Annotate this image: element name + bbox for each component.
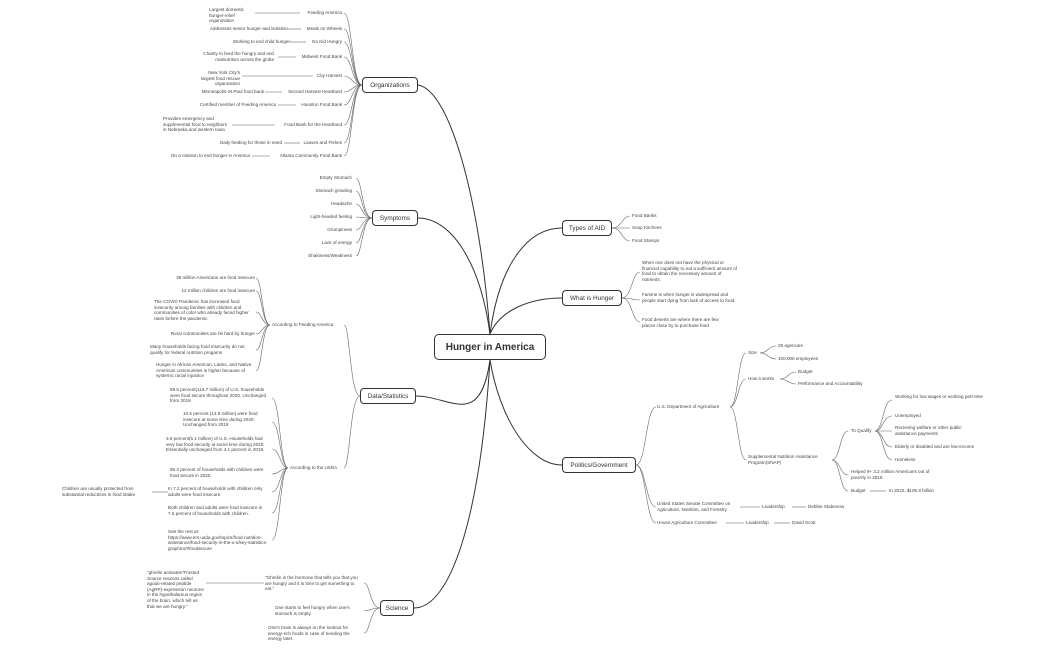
central-topic[interactable]: Hunger in America [434, 334, 546, 360]
hunger-definition: Food deserts are where there are few pla… [642, 317, 719, 328]
house-leader: David Scott [792, 520, 816, 525]
snap-program[interactable]: Supplemental Nutrition Assistance Progra… [748, 454, 818, 465]
snap-budget-value: In 2022, $105.8 billion [889, 488, 934, 493]
senate-leader: Debbie Stabenow [808, 504, 845, 509]
branch-politics-government[interactable]: Politics/Government [562, 457, 636, 473]
senate-leadership[interactable]: Leadership [762, 504, 785, 509]
org-name[interactable]: Houston Food Bank [301, 102, 342, 107]
politics-usda[interactable]: U.S. Department of Agriculture [657, 404, 720, 409]
branch-data-statistics[interactable]: Data/Statistics [360, 388, 416, 404]
org-description: Working to end child hunger [232, 39, 290, 44]
org-description: Charity to feed the hungry and end malnu… [203, 51, 274, 62]
symptom-item[interactable]: Empty Stomach [319, 175, 352, 180]
feeding-america-stat: Hunger in African American, Latino, and … [156, 362, 252, 379]
qualify-item: Working for low wages or working part-ti… [895, 394, 983, 399]
feeding-america-stat: 12 million children are food insecure [181, 288, 255, 293]
aid-item[interactable]: Soup Kitchens [632, 225, 662, 230]
feeding-america-stat: 38 million Americans are food insecure [176, 275, 255, 280]
hunger-definition: Famine is when hunger is widespread and … [642, 292, 736, 303]
usda-stat: 10.5 percent (13.8 million) were food in… [183, 411, 258, 428]
feeding-america-stat: Rural communities are hit hard by hunger [170, 331, 255, 336]
science-brain: One's brain is always on the lookout for… [268, 625, 350, 642]
aid-item[interactable]: Food Stamps [632, 238, 660, 243]
org-description: On a mission to end hunger in America [170, 153, 250, 158]
org-name[interactable]: Second Harvest Heartland [288, 89, 342, 94]
branch-science[interactable]: Science [380, 600, 414, 616]
org-name[interactable]: Atlanta Community Food Bank [279, 153, 342, 158]
aid-item[interactable]: Food Banks [632, 213, 657, 218]
symptom-item[interactable]: Headache [331, 201, 352, 206]
usda-how-item: Performance and Accountability [798, 381, 863, 386]
science-ghrelin: "Ghrelin is the hormone that tells you t… [265, 575, 358, 592]
data-source-usda[interactable]: According to the USDA [290, 465, 338, 470]
branch-symptoms[interactable]: Symptoms [372, 210, 418, 226]
qualify-item: Elderly or disabled and are low-income [895, 444, 975, 449]
house-committee[interactable]: House Agriculture Committee [657, 520, 717, 525]
qualify-item: Unemployed [895, 413, 921, 418]
org-name[interactable]: Midwest Food Bank [301, 54, 342, 59]
usda-how-it-works[interactable]: How it works [748, 376, 775, 381]
qualify-item: Homeless [895, 457, 916, 462]
usda-child-note: Children are usually protected from subs… [62, 486, 136, 497]
org-description: Daily feeding for those in need [219, 140, 282, 145]
org-description: New York City's largest food rescue orga… [200, 70, 240, 87]
snap-helped: Helped 9+ 3.2 million Americans out of p… [851, 469, 930, 480]
org-name[interactable]: Food Bank for the Heartland [284, 122, 342, 127]
senate-committee[interactable]: United States Senate Committee on Agricu… [657, 501, 731, 512]
usda-size-item: 100,000 employees [778, 356, 819, 361]
usda-stat: Both children and adults were food insec… [168, 505, 263, 516]
org-name[interactable]: City Harvest [316, 73, 342, 78]
org-description: Addresses senior hunger and isolation [209, 26, 288, 31]
qualify-item: Recieving welfare or other public assist… [895, 425, 962, 436]
hunger-definition: When one does not have the physical or f… [642, 260, 737, 282]
snap-budget[interactable]: Budget [851, 488, 866, 493]
org-name[interactable]: No Kid Hungry [312, 39, 342, 44]
org-name[interactable]: Loaves and Fishes [303, 140, 342, 145]
symptom-item[interactable]: Shakiness/Weakness [308, 253, 352, 258]
science-stomach: One starts to feel hungry when one's sto… [275, 605, 350, 616]
usda-how-item: Budget [798, 369, 813, 374]
feeding-america-stat: Many households facing food insecurity d… [150, 344, 245, 355]
symptom-item[interactable]: Lack of energy [321, 240, 352, 245]
usda-stat-link[interactable]: See the rest at: https://www.ers.usda.go… [168, 529, 268, 551]
usda-stat: 85.2 percent of households with children… [170, 467, 264, 478]
usda-stat: 89.5 percent(116.7 million) of U.S. hous… [170, 387, 267, 404]
branch-types-of-aid[interactable]: Types of AID [562, 220, 612, 236]
data-source-feeding-america[interactable]: According to Feeding America [272, 322, 334, 327]
branch-what-is-hunger[interactable]: What is Hunger [562, 290, 622, 306]
org-description: Provides emergency and supplemental food… [163, 116, 228, 133]
science-ghrelin-detail: "ghrelin activates"Frosted Source neuron… [147, 570, 204, 609]
snap-to-qualify[interactable]: To Qualify [851, 428, 872, 433]
org-name[interactable]: Meals on Wheels [306, 26, 342, 31]
usda-size[interactable]: Size [748, 350, 757, 355]
org-description: Minneapolis-St.Paul food bank [201, 89, 264, 94]
usda-size-item: 29 agencies [778, 343, 803, 348]
symptom-item[interactable]: Stomach growling [315, 188, 352, 193]
symptom-item[interactable]: Grumpiness [327, 227, 352, 232]
org-name[interactable]: Feeding America [307, 10, 342, 15]
symptom-item[interactable]: Light-headed feeling [310, 214, 352, 219]
feeding-america-stat: The COVID Pandemic has increased food in… [154, 299, 249, 321]
usda-stat: In 7.2 percent of households with childr… [168, 486, 263, 497]
org-description: Certified member of Feeding America [199, 102, 276, 107]
house-leadership[interactable]: Leadership [746, 520, 769, 525]
branch-organizations[interactable]: Organizations [362, 77, 418, 93]
org-description: Largest domestic hunger-relief organizat… [209, 7, 244, 24]
usda-stat: 3.9 percent(5.1 million) of U.S. Househo… [166, 436, 265, 453]
